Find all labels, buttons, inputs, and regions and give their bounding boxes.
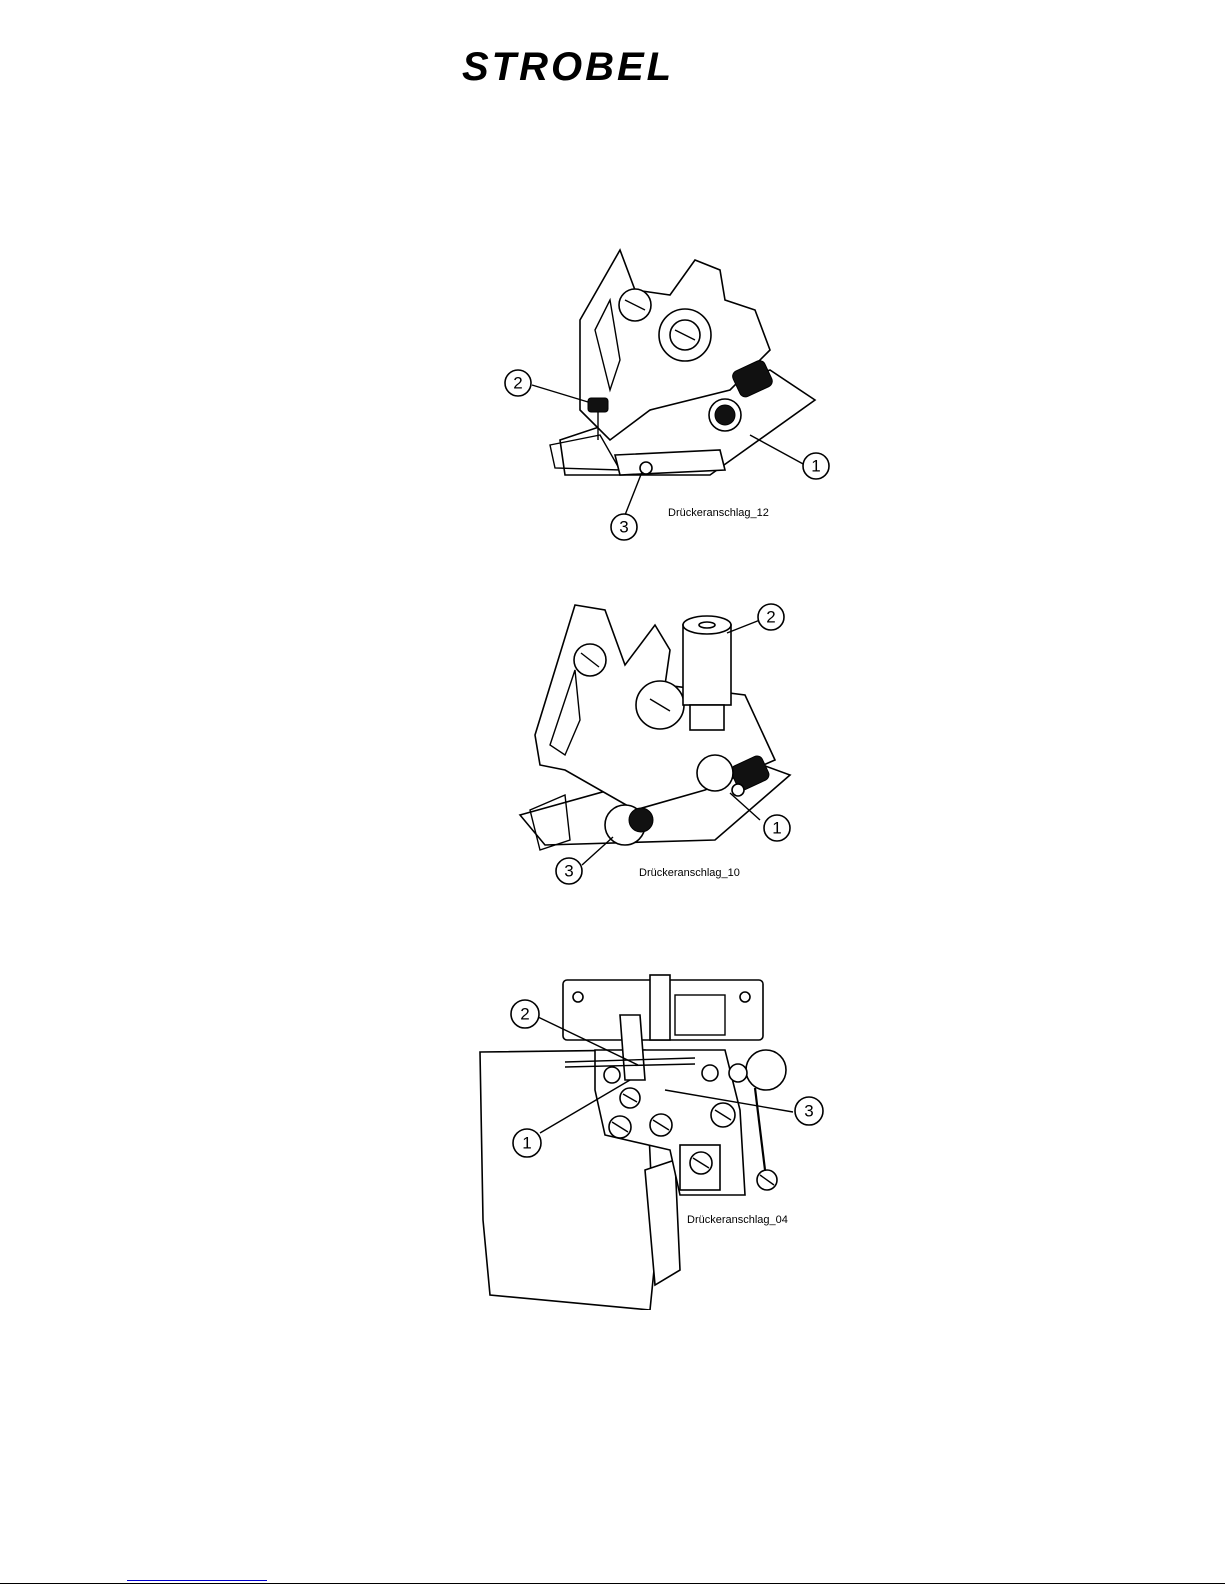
logo-text: STROBEL — [462, 45, 674, 86]
figure-3-callout-3: 3 — [795, 1097, 823, 1125]
figure-3-callout-2: 2 — [511, 1000, 539, 1028]
figure-1-drawing — [532, 250, 815, 515]
svg-text:1: 1 — [522, 1134, 531, 1153]
figure-1-callout-3: 3 — [611, 514, 637, 540]
figure-2-callout-2: 2 — [758, 604, 784, 630]
svg-text:2: 2 — [513, 374, 522, 393]
svg-text:1: 1 — [772, 819, 781, 838]
figure-1-label: Drückeranschlag_12 — [668, 507, 769, 519]
footer-link-underline — [127, 1580, 267, 1581]
figure-2: 2 1 3 Drückeranschlag_10 — [505, 595, 825, 890]
figure-1-callout-1: 1 — [803, 453, 829, 479]
figure-3: 2 1 3 Drückeranschlag_04 — [475, 970, 845, 1310]
svg-text:2: 2 — [520, 1005, 529, 1024]
svg-text:2: 2 — [766, 608, 775, 627]
figure-3-callout-1: 1 — [513, 1129, 541, 1157]
figure-3-label: Drückeranschlag_04 — [687, 1214, 788, 1226]
figure-2-drawing — [520, 605, 790, 865]
svg-text:1: 1 — [811, 457, 820, 476]
figure-1-callout-2: 2 — [505, 370, 531, 396]
figure-2-label: Drückeranschlag_10 — [639, 867, 740, 879]
svg-text:3: 3 — [804, 1102, 813, 1121]
svg-text:3: 3 — [564, 862, 573, 881]
svg-text:3: 3 — [619, 518, 628, 537]
strobel-logo: STROBEL — [462, 44, 762, 86]
figure-1: 2 1 3 Drückeranschlag_12 — [470, 240, 840, 545]
figure-2-callout-1: 1 — [764, 815, 790, 841]
footer-rule — [0, 1583, 1225, 1584]
figure-2-callout-3: 3 — [556, 858, 582, 884]
